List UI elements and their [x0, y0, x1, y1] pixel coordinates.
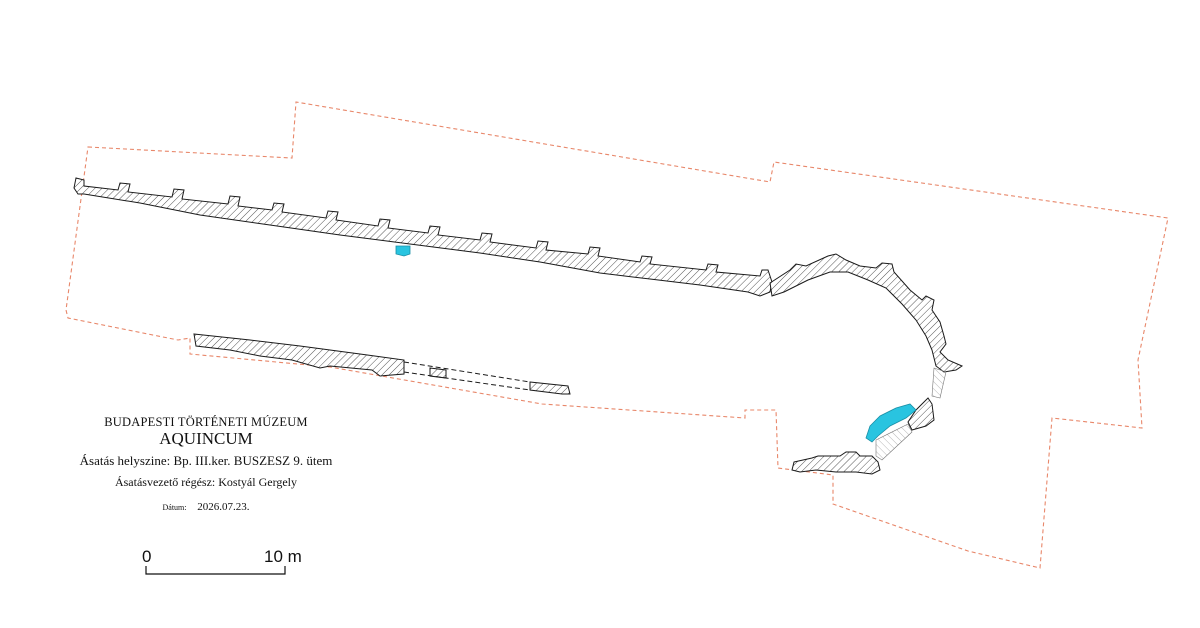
- scale-bar: [145, 566, 286, 575]
- southeast-wall: [907, 397, 935, 431]
- lead-archaeologist: Ásatásvezető régész: Kostyál Gergely: [114, 475, 298, 489]
- cyan-feature-south: [865, 403, 917, 443]
- scale-end-label: 10 m: [264, 547, 302, 566]
- title-block: BUDAPESTI TÖRTÉNETI MÚZEUM AQUINCUM Ásat…: [40, 414, 372, 515]
- south-wall: [791, 451, 881, 475]
- museum-name: BUDAPESTI TÖRTÉNETI MÚZEUM: [104, 415, 308, 429]
- southwest-wall-end: [529, 381, 571, 395]
- excavation-location: Ásatás helyszine: Bp. III.ker. BUSZESZ 9…: [79, 453, 333, 468]
- apse-wall: [769, 253, 964, 373]
- site-name: AQUINCUM: [159, 429, 253, 448]
- date-value: 2026.07.23.: [197, 501, 250, 513]
- reconstructed-wall-line: [403, 371, 531, 391]
- apse-connector: [931, 367, 947, 399]
- southeast-connector: [875, 423, 913, 461]
- scale-start-label: 0: [142, 547, 152, 566]
- date-label: Dátum:: [162, 503, 187, 512]
- reconstructed-wall-line: [403, 361, 531, 383]
- southwest-wall: [193, 333, 405, 377]
- north-wall: [73, 177, 773, 297]
- cyan-feature-north: [395, 245, 411, 257]
- date-row: Dátum: 2026.07.23.: [40, 500, 372, 515]
